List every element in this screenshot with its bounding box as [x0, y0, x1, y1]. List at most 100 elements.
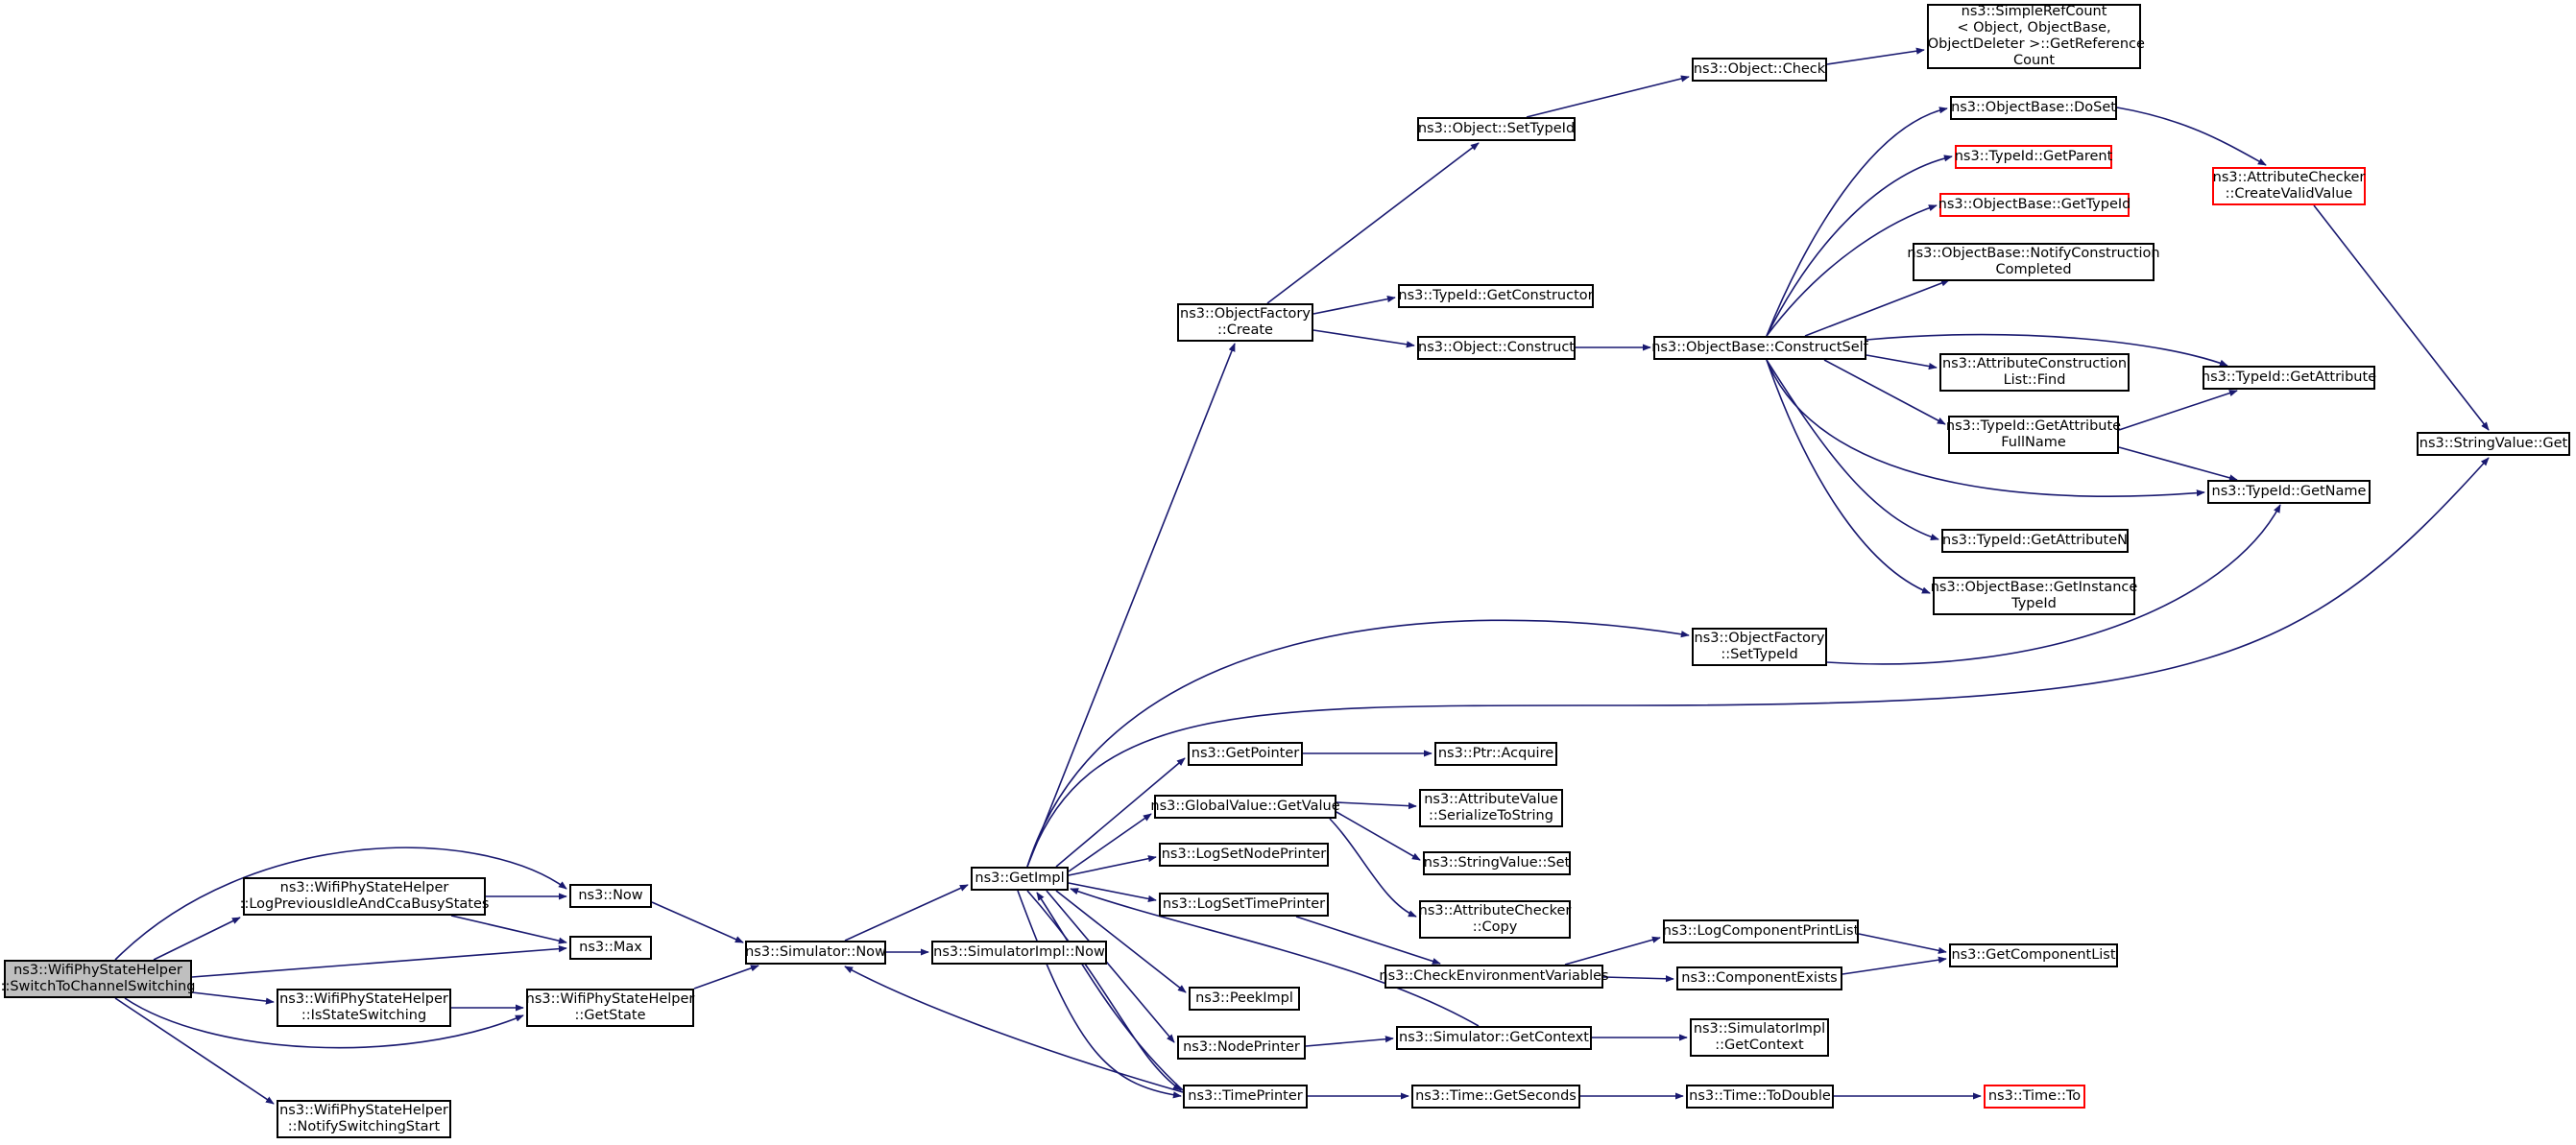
- node-label: ns3::NodePrinter: [1183, 1039, 1300, 1055]
- node-label: ns3::ObjectBase::GetTypeId: [1938, 197, 2131, 212]
- edge-getattrfull-getattribute: [2118, 390, 2238, 431]
- node-get-component-list[interactable]: ns3::GetComponentList: [1949, 943, 2118, 967]
- node-get-constructor[interactable]: ns3::TypeId::GetConstructor: [1398, 284, 1594, 308]
- edge-checkenv-compexists: [1602, 975, 1674, 983]
- node-notify-construction-completed[interactable]: ns3::ObjectBase::NotifyConstruction Comp…: [1907, 243, 2160, 281]
- edge-constructself-getinsttypeid: [1766, 359, 1931, 594]
- node-label: ns3::TypeId::GetAttributeN: [1942, 533, 2129, 548]
- node-object-check[interactable]: ns3::Object::Check: [1692, 58, 1827, 82]
- node-simulator-get-context[interactable]: ns3::Simulator::GetContext: [1396, 1026, 1592, 1050]
- node-simulator-impl-get-context[interactable]: ns3::SimulatorImpl ::GetContext: [1690, 1018, 1829, 1057]
- node-get-attribute-full-name[interactable]: ns3::TypeId::GetAttribute FullName: [1945, 416, 2122, 454]
- node-get-attribute-n[interactable]: ns3::TypeId::GetAttributeN: [1941, 529, 2129, 553]
- node-object-set-type-id[interactable]: ns3::Object::SetTypeId: [1417, 117, 1576, 141]
- node-string-value-set[interactable]: ns3::StringValue::Set: [1423, 851, 1571, 875]
- node-label: ns3::WifiPhyStateHelper ::NotifySwitchin…: [279, 1103, 448, 1134]
- node-component-exists[interactable]: ns3::ComponentExists: [1676, 966, 1842, 990]
- node-get-instance-type-id[interactable]: ns3::ObjectBase::GetInstance TypeId: [1931, 577, 2137, 615]
- node-check-environment-variables[interactable]: ns3::CheckEnvironmentVariables: [1379, 965, 1609, 989]
- node-peek-impl[interactable]: ns3::PeekImpl: [1189, 987, 1300, 1011]
- node-serialize-to-string[interactable]: ns3::AttributeValue ::SerializeToString: [1419, 789, 1563, 827]
- node-do-set[interactable]: ns3::ObjectBase::DoSet: [1950, 96, 2117, 120]
- node-get-attribute[interactable]: ns3::TypeId::GetAttribute: [2202, 366, 2376, 390]
- edge-constructself-obgettypeid: [1766, 204, 1938, 337]
- node-label: ns3::LogSetNodePrinter: [1161, 847, 1327, 862]
- node-label: ns3::GetImpl: [975, 871, 1065, 886]
- node-label: ns3::TypeId::GetAttribute FullName: [1945, 418, 2122, 450]
- edge-timeprinter-simnow: [844, 966, 1184, 1093]
- node-label: ns3::Simulator::Now: [745, 944, 886, 960]
- edge-logcomplist-getcomplist: [1858, 933, 1947, 954]
- node-label: ns3::CheckEnvironmentVariables: [1379, 968, 1609, 984]
- edge-compexists-getcomplist: [1842, 956, 1947, 975]
- node-label: ns3::Object::Construct: [1418, 340, 1575, 355]
- edge-gvgetvalue-avserialize: [1336, 801, 1417, 810]
- edge-constructself-getname: [1766, 359, 2205, 497]
- node-log-set-time-printer[interactable]: ns3::LogSetTimePrinter: [1159, 893, 1329, 917]
- node-log-set-node-printer[interactable]: ns3::LogSetNodePrinter: [1159, 843, 1329, 867]
- node-label: ns3::AttributeChecker ::CreateValidValue: [2212, 170, 2366, 202]
- node-time-to-double[interactable]: ns3::Time::ToDouble: [1686, 1085, 1834, 1109]
- node-object-factory-set-type-id[interactable]: ns3::ObjectFactory ::SetTypeId: [1692, 628, 1827, 666]
- edge-getimpl-gvgetvalue: [1068, 813, 1152, 872]
- edge-root-isswitch: [191, 991, 275, 1005]
- edge-getimpl-ofcreate: [1026, 343, 1236, 868]
- node-ptr-acquire[interactable]: ns3::Ptr::Acquire: [1434, 742, 1557, 766]
- node-label: ns3::GetComponentList: [1951, 947, 2116, 963]
- edge-objsettypeid-objcheck: [1526, 75, 1690, 118]
- edge-objcheck-simplerefcount: [1826, 47, 1925, 65]
- edge-ofsettypeid-getname: [1826, 504, 2281, 665]
- node-object-base-get-type-id[interactable]: ns3::ObjectBase::GetTypeId: [1938, 193, 2131, 217]
- node-max[interactable]: ns3::Max: [569, 936, 652, 960]
- node-attribute-checker-copy[interactable]: ns3::AttributeChecker ::Copy: [1419, 900, 1571, 939]
- node-create-valid-value[interactable]: ns3::AttributeChecker ::CreateValidValue: [2212, 167, 2366, 205]
- node-log-component-print-list[interactable]: ns3::LogComponentPrintList: [1663, 919, 1859, 943]
- edge-now-simnow: [651, 901, 744, 943]
- node-simple-ref-count[interactable]: ns3::SimpleRefCount < Object, ObjectBase…: [1927, 4, 2145, 69]
- edge-getimpl-logsetnode: [1068, 855, 1157, 876]
- node-label: ns3::SimulatorImpl::Now: [933, 944, 1105, 960]
- node-node-printer[interactable]: ns3::NodePrinter: [1177, 1036, 1306, 1060]
- node-time-printer[interactable]: ns3::TimePrinter: [1183, 1085, 1308, 1109]
- edge-gvgetvalue-stringset: [1336, 811, 1421, 861]
- edge-getimpl-timeprinter2: [1017, 890, 1182, 1099]
- node-time-get-seconds[interactable]: ns3::Time::GetSeconds: [1411, 1085, 1580, 1109]
- node-label: ns3::Time::GetSeconds: [1415, 1088, 1577, 1104]
- node-object-construct[interactable]: ns3::Object::Construct: [1417, 336, 1576, 360]
- node-log-previous-idle[interactable]: ns3::WifiPhyStateHelper ::LogPreviousIdl…: [240, 877, 489, 916]
- node-get-state[interactable]: ns3::WifiPhyStateHelper ::GetState: [526, 989, 694, 1027]
- edge-constructself-getattrn: [1766, 359, 1939, 540]
- node-label: ns3::WifiPhyStateHelper ::LogPreviousIdl…: [239, 880, 490, 912]
- node-get-parent[interactable]: ns3::TypeId::GetParent: [1955, 145, 2112, 169]
- node-label: ns3::StringValue::Get: [2419, 436, 2568, 451]
- node-label: ns3::AttributeConstruction List::Find: [1941, 356, 2128, 388]
- node-label: ns3::Simulator::GetContext: [1399, 1030, 1589, 1045]
- edge-gvgetvalue-accopy: [1329, 818, 1417, 918]
- node-construct-self[interactable]: ns3::ObjectBase::ConstructSelf: [1651, 336, 1868, 360]
- node-get-impl[interactable]: ns3::GetImpl: [971, 867, 1069, 891]
- node-attribute-construction-list-find[interactable]: ns3::AttributeConstruction List::Find: [1939, 353, 2130, 392]
- node-root-switch-to-channel-switching: ns3::WifiPhyStateHelper ::SwitchToChanne…: [1, 960, 195, 998]
- edge-createvalid-stringget: [2313, 204, 2490, 431]
- edge-checkenv-logcomplist: [1564, 936, 1661, 966]
- node-get-pointer[interactable]: ns3::GetPointer: [1188, 742, 1303, 766]
- node-object-factory-create[interactable]: ns3::ObjectFactory ::Create: [1177, 303, 1313, 342]
- node-notify-switching-start[interactable]: ns3::WifiPhyStateHelper ::NotifySwitchin…: [277, 1100, 451, 1138]
- edge-getimpl-getpointer: [1055, 757, 1186, 868]
- node-is-state-switching[interactable]: ns3::WifiPhyStateHelper ::IsStateSwitchi…: [277, 989, 451, 1027]
- node-string-value-get[interactable]: ns3::StringValue::Get: [2417, 432, 2570, 456]
- node-simulator-impl-now[interactable]: ns3::SimulatorImpl::Now: [931, 941, 1107, 965]
- node-simulator-now[interactable]: ns3::Simulator::Now: [745, 941, 886, 965]
- node-label: ns3::WifiPhyStateHelper ::SwitchToChanne…: [0, 963, 196, 994]
- node-get-name[interactable]: ns3::TypeId::GetName: [2207, 480, 2371, 504]
- node-label: ns3::LogSetTimePrinter: [1162, 896, 1326, 912]
- node-label: ns3::Now: [578, 888, 643, 903]
- node-now[interactable]: ns3::Now: [569, 884, 652, 908]
- node-label: ns3::ObjectBase::ConstructSelf: [1651, 340, 1868, 355]
- node-label: ns3::WifiPhyStateHelper ::IsStateSwitchi…: [279, 991, 448, 1023]
- edge-getimpl-peekimpl: [1055, 890, 1187, 993]
- node-label: ns3::TypeId::GetParent: [1954, 149, 2113, 164]
- node-global-value-get-value[interactable]: ns3::GlobalValue::GetValue: [1150, 795, 1340, 819]
- edge-simnow-getimpl: [844, 884, 969, 942]
- node-time-to[interactable]: ns3::Time::To: [1984, 1085, 2085, 1109]
